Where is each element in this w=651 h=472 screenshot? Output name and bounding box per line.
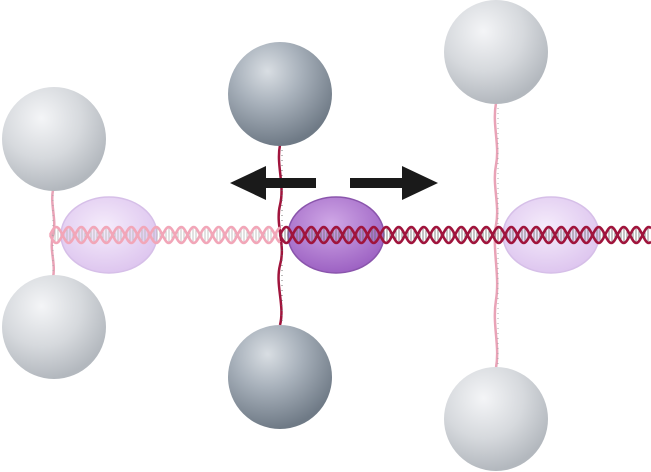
right-arrow-icon <box>350 166 438 200</box>
left-arrow-icon <box>230 166 316 200</box>
left-bottom-bead <box>2 275 106 379</box>
dna-strand-b <box>48 225 281 245</box>
right-top-bead <box>444 0 548 104</box>
dna-strand-b <box>278 225 651 245</box>
dna-strand-a <box>48 225 281 245</box>
right-protein <box>502 196 600 274</box>
dna-helix <box>48 225 651 245</box>
right-bottom-bead <box>444 367 548 471</box>
left-tether <box>50 189 56 279</box>
center-top-bead <box>228 42 332 146</box>
center-bottom-bead <box>228 325 332 429</box>
left-top-bead <box>2 87 106 191</box>
